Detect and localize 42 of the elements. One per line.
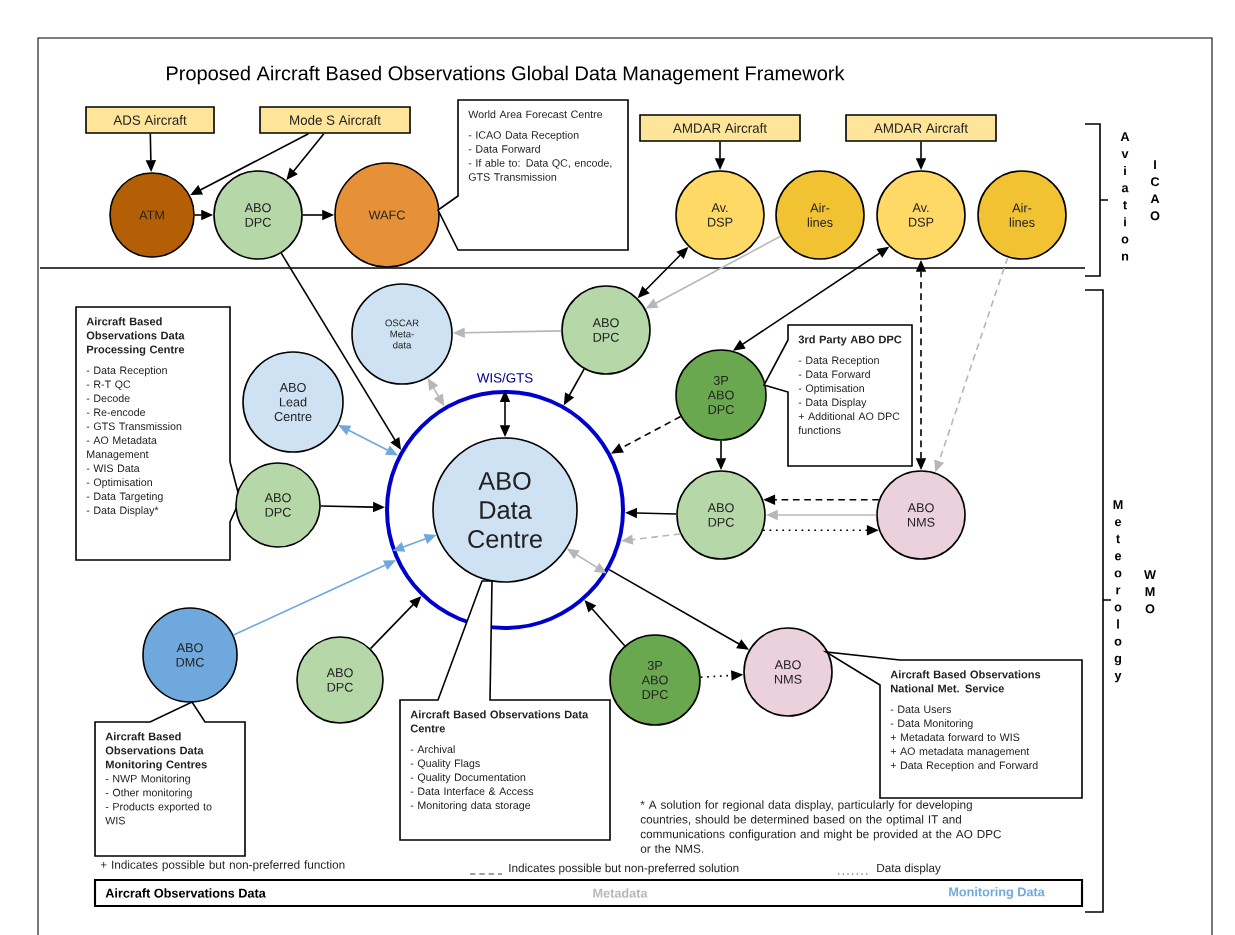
- circle-node: Av. DSP: [876, 170, 966, 260]
- legend-item: Data display: [837, 863, 941, 875]
- legend-text: Metadata: [593, 888, 648, 898]
- circle-node: Air-lines: [977, 170, 1067, 260]
- circle-node: ABO NMS: [743, 627, 833, 717]
- title: Proposed Aircraft Based Observations Global Data Management Framework: [167, 65, 845, 85]
- circle-node: ABO DPC: [235, 462, 321, 548]
- circle-node: ABO DPC: [213, 170, 303, 260]
- circle-node: Av. DSP: [675, 170, 765, 260]
- vertical-label: ICAO: [1150, 160, 1160, 221]
- circle-node: 3P ABO DPC: [675, 349, 767, 441]
- source-box: AMDAR Aircraft: [845, 114, 997, 142]
- circle-node: WAFC: [334, 162, 440, 268]
- circle-node: ATM: [109, 172, 195, 258]
- circle-node: ABO DPC: [296, 636, 384, 724]
- source-box: ADS Aircraft: [85, 106, 215, 134]
- callout-box: Aircraft Based Observations Data Centre - Archival - Quality Flags - Quality Documentation - Data Interface & Access - Monitoring data storage: [399, 580, 611, 841]
- vertical-label: Meteorology: [1113, 500, 1123, 683]
- arrow: [611, 415, 682, 454]
- circle-node: 3P ABO DPC: [609, 634, 701, 726]
- circle-node: OSCAR Meta-data: [351, 283, 453, 385]
- legend-item: Indicates possible but non-preferred solution: [469, 863, 739, 875]
- circle-node: ABO DMC: [142, 607, 238, 703]
- legend-text: Monitoring Data: [949, 887, 1045, 899]
- vertical-label: WMO: [1144, 570, 1156, 614]
- note-text: * A solution for regional data display, particularly for developing countries, should be determined based on the optimal IT and communications configuration and might be provided at the AO DPC or the NMS.: [640, 800, 1002, 853]
- circle-node: ABO DPC: [676, 470, 766, 560]
- callout-box: Aircraft Based Observations Data Processing Centre - Data Reception - R-T QC - Decode - Re-encode - GTS Transmission - AO Metadata Management - WIS Data - Optimisation - Data Targeting - Data Display*: [75, 306, 241, 561]
- callout-box: 3rd Party ABO DPC - Data Reception - Data Forward - Optimisation - Data Display + Additional AO DPC functions: [762, 324, 913, 467]
- circle-node: ABO Data Centre: [432, 437, 578, 583]
- circle-node: ABO DPC: [561, 285, 651, 375]
- source-box: Mode S Aircraft: [259, 106, 411, 134]
- legend-text: Aircraft Observations Data: [105, 888, 266, 898]
- arrow: [584, 600, 626, 647]
- circle-node: ABO Lead Centre: [242, 351, 344, 453]
- source-box: AMDAR Aircraft: [639, 114, 801, 142]
- circle-node: Air-lines: [775, 170, 865, 260]
- callout-box: World Area Forecast Centre - ICAO Data Reception - Data Forward - If able to: Data QC, encode, GTS Transmission: [437, 99, 629, 251]
- node-label: WIS/GTS: [476, 372, 533, 383]
- circle-node: ABO NMS: [876, 470, 966, 560]
- vertical-label: Aviation: [1120, 132, 1130, 261]
- callout-box: Aircraft Based Observations Data Monitoring Centres - NWP Monitoring - Other monitoring - Products exported to WIS: [94, 700, 246, 857]
